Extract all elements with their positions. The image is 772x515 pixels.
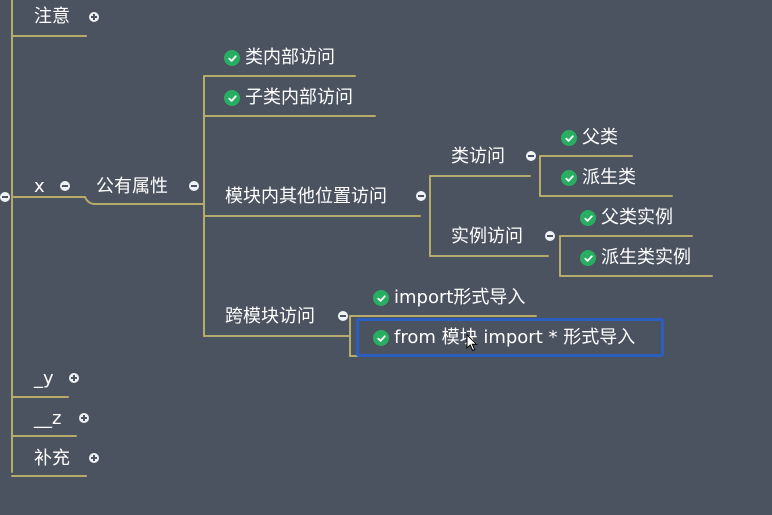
node-paishengshili[interactable]: 派生类实例 bbox=[580, 247, 691, 269]
node-label: 模块内其他位置访问 bbox=[225, 186, 387, 207]
mouse-cursor-icon bbox=[466, 334, 478, 352]
node-label: 父类实例 bbox=[601, 207, 673, 228]
node-fuleishili[interactable]: 父类实例 bbox=[580, 207, 673, 229]
node-label: x bbox=[34, 176, 45, 197]
plus-circle-icon[interactable] bbox=[89, 12, 99, 22]
node-kuamokuai[interactable]: 跨模块访问 bbox=[225, 306, 315, 328]
node-from-form[interactable]: from 模块 import * 形式导入 bbox=[373, 327, 635, 349]
node-buchong[interactable]: 补充 bbox=[34, 448, 70, 470]
node-label: 类内部访问 bbox=[245, 47, 335, 68]
node-zhuyi[interactable]: 注意 bbox=[34, 6, 70, 28]
plus-circle-icon[interactable] bbox=[89, 453, 99, 463]
check-circle-icon bbox=[373, 330, 389, 346]
minus-circle-icon[interactable] bbox=[338, 311, 348, 321]
node-mokuainei[interactable]: 模块内其他位置访问 bbox=[225, 186, 387, 208]
minus-circle-icon[interactable] bbox=[416, 191, 426, 201]
node-label: from 模块 import * 形式导入 bbox=[394, 327, 636, 348]
node-leifangwen[interactable]: 类访问 bbox=[451, 146, 505, 168]
check-circle-icon bbox=[561, 170, 577, 186]
node-label: 父类 bbox=[582, 127, 618, 148]
node-import-form[interactable]: import形式导入 bbox=[373, 287, 525, 309]
check-circle-icon bbox=[580, 250, 596, 266]
plus-circle-icon[interactable] bbox=[79, 413, 89, 423]
node-label: 跨模块访问 bbox=[225, 306, 315, 327]
selected-node-highlight bbox=[356, 318, 664, 357]
check-circle-icon bbox=[224, 50, 240, 66]
node-gongyou[interactable]: 公有属性 bbox=[96, 176, 168, 198]
minus-circle-icon[interactable] bbox=[526, 151, 536, 161]
check-circle-icon bbox=[561, 130, 577, 146]
node-label: 补充 bbox=[34, 448, 70, 469]
minus-circle-icon[interactable] bbox=[0, 192, 10, 202]
node-label: 类访问 bbox=[451, 146, 505, 167]
node-label: 派生类 bbox=[582, 167, 636, 188]
node-leinei[interactable]: 类内部访问 bbox=[224, 47, 335, 69]
node-label: import形式导入 bbox=[394, 287, 526, 308]
node-y[interactable]: _y bbox=[34, 368, 54, 390]
node-shili[interactable]: 实例访问 bbox=[451, 226, 523, 248]
node-label: 注意 bbox=[34, 6, 70, 27]
minus-circle-icon[interactable] bbox=[60, 181, 70, 191]
minus-circle-icon[interactable] bbox=[189, 181, 199, 191]
node-label: 子类内部访问 bbox=[245, 87, 353, 108]
check-circle-icon bbox=[580, 210, 596, 226]
node-fulei[interactable]: 父类 bbox=[561, 127, 618, 149]
node-label: 实例访问 bbox=[451, 226, 523, 247]
node-label: 公有属性 bbox=[96, 176, 168, 197]
node-z[interactable]: __z bbox=[34, 408, 61, 430]
plus-circle-icon[interactable] bbox=[69, 373, 79, 383]
node-label: 派生类实例 bbox=[601, 247, 691, 268]
check-circle-icon bbox=[224, 90, 240, 106]
node-zilei[interactable]: 子类内部访问 bbox=[224, 87, 353, 109]
minus-circle-icon[interactable] bbox=[545, 231, 555, 241]
check-circle-icon bbox=[373, 290, 389, 306]
node-label: _y bbox=[34, 368, 54, 389]
node-paisheng[interactable]: 派生类 bbox=[561, 167, 636, 189]
node-x[interactable]: x bbox=[34, 176, 45, 198]
node-label: __z bbox=[34, 408, 62, 429]
